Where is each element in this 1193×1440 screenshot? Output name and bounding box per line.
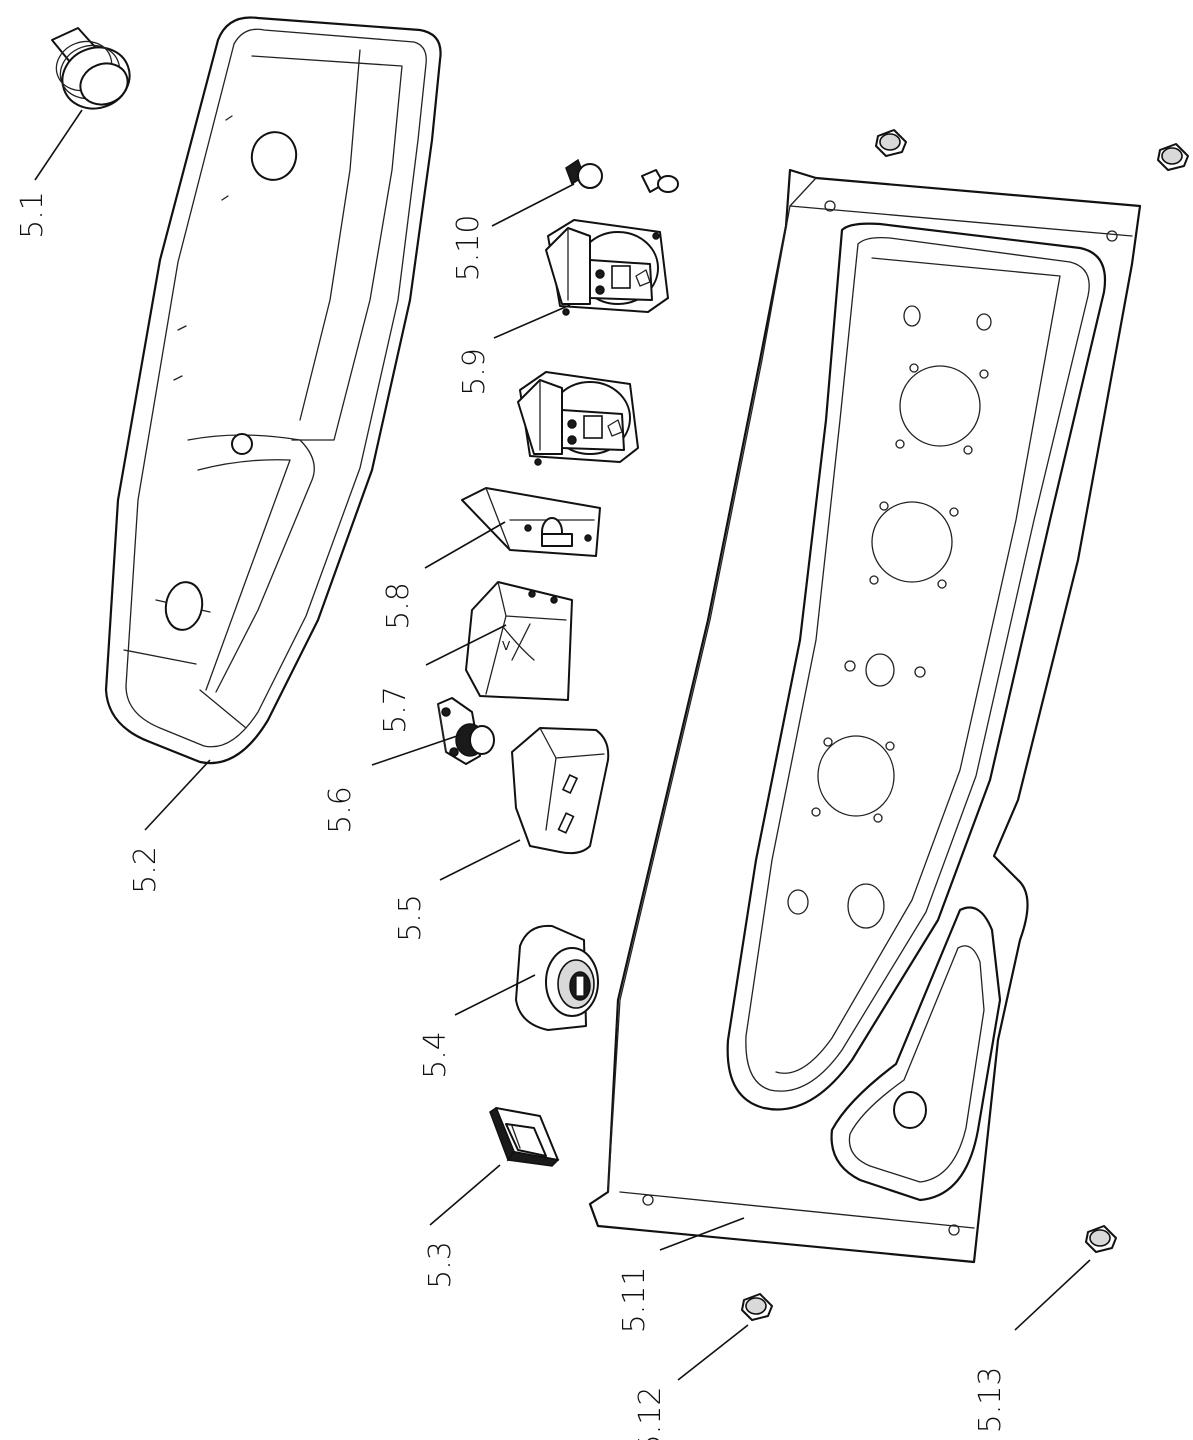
label-5-9: 5.9 (457, 348, 492, 396)
part-5-11-panel-plate (588, 168, 1142, 1264)
label-5-12: 5.12 (633, 1387, 668, 1440)
bolt-top-left (875, 129, 907, 157)
part-5-10-screw-a (565, 158, 603, 189)
part-5-5-receptacle (511, 727, 610, 855)
label-5-5: 5.5 (393, 894, 428, 942)
part-5-7-voltmeter: V (465, 581, 573, 701)
part-5-1-grommet (51, 27, 131, 110)
label-5-11: 5.11 (617, 1267, 652, 1334)
part-5-12-bolt (741, 1293, 773, 1321)
leader-5-1 (34, 109, 83, 181)
leader-5-12 (677, 1324, 749, 1381)
leader-5-10 (491, 183, 575, 227)
label-5-1: 5.1 (15, 191, 50, 239)
part-5-8-selector-switch (461, 487, 601, 557)
label-5-4: 5.4 (418, 1031, 453, 1079)
part-5-9-outlet-lower (517, 371, 639, 466)
leader-5-3 (429, 1164, 501, 1226)
leader-5-13 (1014, 1259, 1091, 1331)
leader-5-7 (425, 624, 507, 666)
leader-5-9 (493, 304, 571, 339)
leader-5-5 (439, 839, 521, 881)
leader-5-11 (659, 1217, 745, 1251)
label-5-3: 5.3 (423, 1241, 458, 1289)
part-5-10-screw-b (641, 169, 679, 193)
svg-text:V: V (502, 639, 511, 653)
leader-5-2 (144, 759, 211, 831)
label-5-13: 5.13 (973, 1367, 1008, 1434)
label-5-10: 5.10 (451, 215, 486, 282)
bolt-top-right (1157, 143, 1189, 171)
leader-5-4 (454, 974, 536, 1016)
part-5-13-bolt (1085, 1225, 1117, 1253)
leader-5-6 (371, 734, 461, 766)
part-5-6-breaker (437, 697, 495, 765)
label-5-8: 5.8 (381, 582, 416, 630)
leader-5-8 (424, 521, 506, 569)
label-5-6: 5.6 (323, 786, 358, 834)
label-5-2: 5.2 (128, 846, 163, 894)
part-5-4-key-switch (515, 924, 599, 1031)
part-5-2-cover-shell (104, 16, 442, 765)
label-5-7: 5.7 (378, 686, 413, 734)
part-5-9-outlet-upper (545, 219, 669, 316)
part-5-3-rocker-switch (489, 1106, 560, 1167)
